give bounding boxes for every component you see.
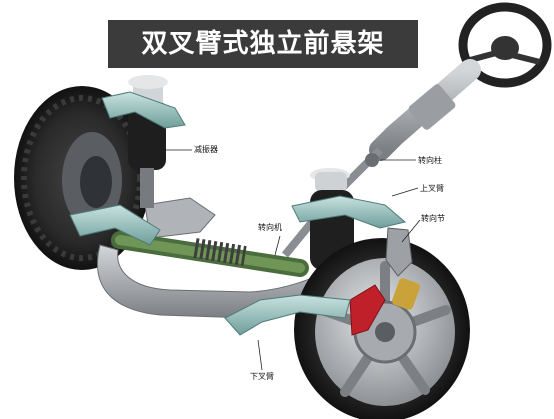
left-wheel	[14, 86, 150, 270]
steering-wheel	[458, 2, 552, 88]
label-steering-knuckle: 转向节	[421, 214, 445, 223]
right-steering-knuckle	[385, 227, 413, 277]
leader-lines	[158, 149, 421, 371]
leader-steering-knuckle	[401, 219, 421, 243]
left-lower-arm	[69, 204, 161, 246]
left-upper-arm	[101, 91, 186, 129]
label-upper-arm: 上叉臂	[420, 184, 444, 193]
label-steering-gear: 转向机	[258, 223, 282, 232]
label-steering-column: 转向柱	[418, 156, 442, 165]
right-upper-arm	[291, 195, 407, 229]
label-shock-absorber: 减振器	[194, 145, 218, 154]
right-wheel	[294, 238, 470, 419]
label-lower-arm: 下叉臂	[250, 372, 274, 381]
right-lower-arm	[224, 294, 351, 336]
leader-upper-arm	[391, 187, 419, 197]
leader-steering-gear	[274, 235, 281, 256]
steering-rack	[111, 231, 309, 277]
leader-lower-arm	[257, 339, 263, 371]
page-title: 双叉臂式独立前悬架	[108, 20, 418, 68]
